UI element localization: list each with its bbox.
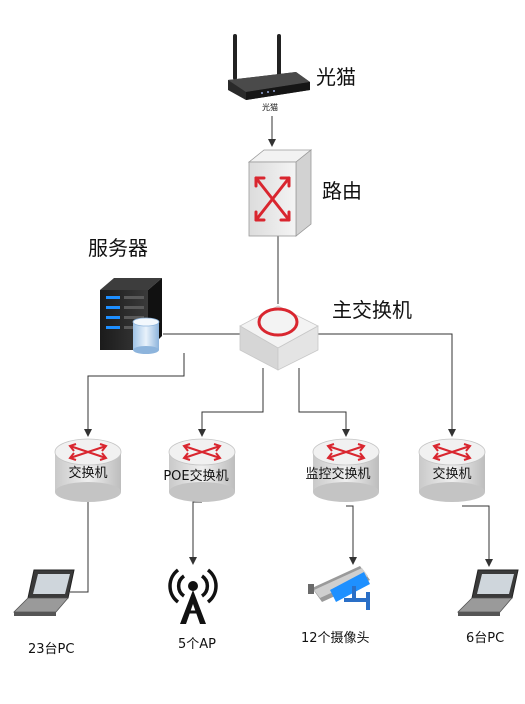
router-label: 路由 — [322, 179, 362, 203]
switch-cylinder-icon-3 — [312, 438, 380, 502]
camera-label: 12个摄像头 — [301, 631, 370, 646]
link-main-switch4 — [318, 333, 456, 437]
modem-small-label: 光猫 — [262, 103, 278, 112]
link-switch2-ap — [189, 501, 202, 565]
server-rack-icon — [100, 278, 162, 354]
main-switch-icon — [239, 305, 319, 371]
connections — [70, 116, 493, 593]
router-box-icon — [247, 149, 313, 237]
switch4-label: 交换机 — [432, 467, 472, 482]
main-switch-label: 主交换机 — [332, 298, 412, 322]
link-switch4-pc2 — [462, 505, 493, 567]
link-switch1-pc1 — [70, 500, 89, 593]
modem-label: 光猫 — [316, 65, 356, 89]
switch2-label: POE交换机 — [163, 469, 229, 484]
link-main-switch3 — [298, 368, 350, 437]
switch-cylinder-icon-2 — [168, 438, 236, 502]
cctv-camera-icon — [308, 566, 370, 610]
pc2-label: 6台PC — [466, 631, 505, 646]
link-main-switch2 — [198, 368, 264, 437]
server-label: 服务器 — [88, 236, 148, 260]
switch1-label: 交换机 — [68, 466, 108, 481]
wifi-modem-icon — [228, 34, 310, 100]
laptop-icon-2 — [457, 569, 519, 616]
switch-cylinder-icon-1 — [54, 438, 122, 502]
switch3-label: 监控交换机 — [305, 467, 371, 482]
pc1-label: 23台PC — [28, 642, 75, 657]
link-main-switch1 — [84, 353, 185, 437]
laptop-icon-1 — [13, 569, 75, 616]
link-switch3-camera — [346, 505, 357, 565]
wireless-tower-icon — [168, 568, 218, 624]
ap-label: 5个AP — [178, 637, 217, 652]
switch-cylinder-icon-4 — [418, 438, 486, 502]
